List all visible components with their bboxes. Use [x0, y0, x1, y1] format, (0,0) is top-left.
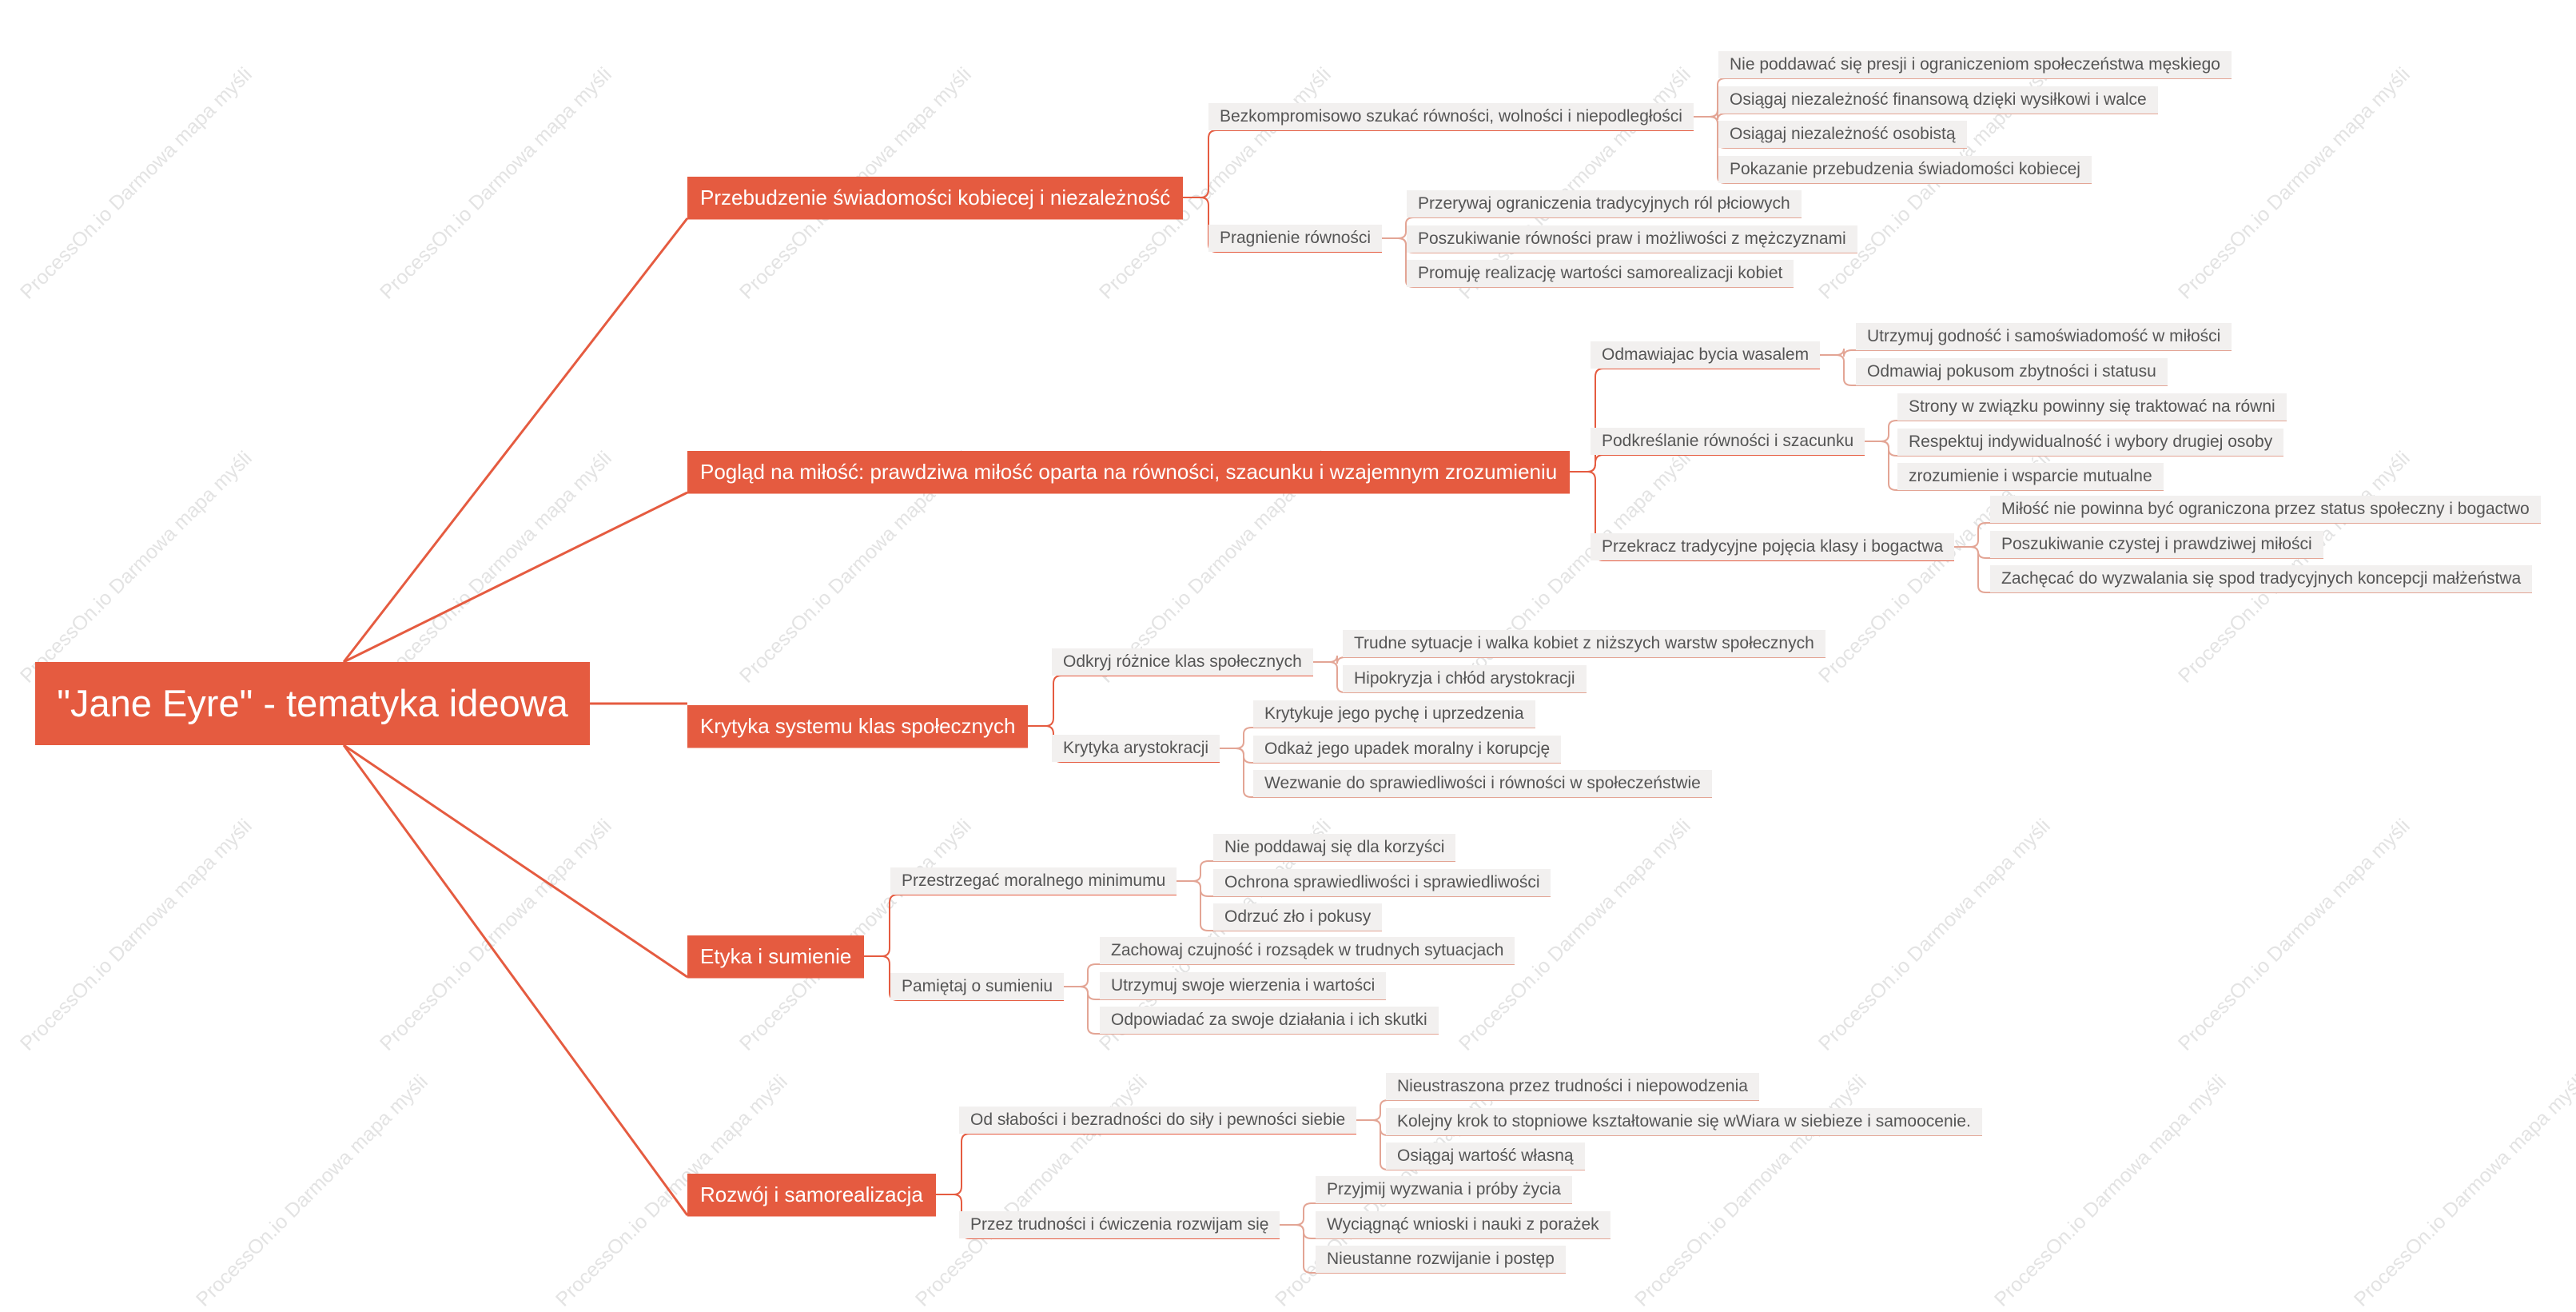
leaf-node[interactable]: Odkaż jego upadek moralny i korupcję — [1253, 736, 1562, 763]
root-connector — [342, 217, 689, 663]
subtopic-node[interactable]: Krytyka arystokracji — [1052, 735, 1220, 762]
leaf-connector — [1328, 661, 1587, 693]
leaf-node[interactable]: Miłość nie powinna być ograniczona przez… — [1990, 496, 2541, 523]
leaf-node[interactable]: zrozumienie i wsparcie mutualne — [1897, 463, 2164, 490]
subtopic-node[interactable]: Pamiętaj o sumieniu — [890, 973, 1065, 1000]
leaf-node[interactable]: Strony w związku powinny się traktować n… — [1897, 393, 2287, 421]
leaf-node[interactable]: Osiągaj wartość własną — [1386, 1143, 1585, 1170]
root-connector — [342, 744, 689, 1216]
leaf-node[interactable]: Trudne sytuacje i walka kobiet z niższyc… — [1343, 630, 1825, 657]
subtopic-node[interactable]: Pragnienie równości — [1208, 225, 1383, 252]
leaf-node[interactable]: Hipokryzja i chłód arystokracji — [1343, 665, 1587, 692]
leaf-connector — [1969, 522, 2541, 548]
leaf-node[interactable]: Przyjmij wyzwania i próby życia — [1316, 1176, 1572, 1203]
leaf-connector — [1235, 748, 1712, 798]
leaf-connector — [1295, 1202, 1572, 1226]
subtopic-connector — [1045, 675, 1313, 727]
branch-node[interactable]: Rozwój i samorealizacja — [687, 1174, 936, 1215]
subtopic-connector — [953, 1133, 1356, 1195]
leaf-connector — [1192, 880, 1382, 931]
subtopic-node[interactable]: Od słabości i bezradności do siły i pewn… — [959, 1107, 1357, 1134]
leaf-connector — [1372, 1099, 1759, 1121]
leaf-connector — [1397, 217, 1802, 239]
leaf-connector — [1079, 963, 1515, 987]
subtopic-node[interactable]: Przekracz tradycyjne pojęcia klasy i bog… — [1591, 533, 1955, 560]
subtopic-connector — [881, 894, 1177, 957]
leaf-node[interactable]: Nieustanne rozwijanie i postęp — [1316, 1246, 1566, 1273]
leaf-node[interactable]: Utrzymuj godność i samoświadomość w miło… — [1856, 323, 2232, 350]
leaf-node[interactable]: Osiągaj niezależność finansową dzięki wy… — [1718, 86, 2158, 114]
leaf-node[interactable]: Zachowaj czujność i rozsądek w trudnych … — [1100, 937, 1515, 964]
leaf-connector — [1192, 860, 1455, 882]
leaf-node[interactable]: Respektuj indywidualność i wybory drugie… — [1897, 429, 2284, 456]
leaf-connector — [1880, 420, 2287, 442]
subtopic-connector — [1200, 130, 1694, 198]
leaf-connector — [1835, 354, 2168, 386]
leaf-node[interactable]: Pokazanie przebudzenia świadomości kobie… — [1718, 156, 2092, 183]
branch-node[interactable]: Etyka i sumienie — [687, 935, 865, 977]
leaf-node[interactable]: Odmawiaj pokusom zbytności i statusu — [1856, 358, 2168, 385]
leaf-node[interactable]: Przerywaj ograniczenia tradycyjnych ról … — [1407, 190, 1802, 217]
root-connector — [343, 744, 688, 979]
leaf-connector — [1295, 1224, 1566, 1274]
leaf-connector — [1328, 655, 1825, 664]
subtopic-node[interactable]: Bezkompromisowo szukać równości, wolnośc… — [1208, 103, 1694, 130]
leaf-node[interactable]: Wezwanie do sprawiedliwości i równości w… — [1253, 770, 1712, 797]
leaf-node[interactable]: Kolejny krok to stopniowe kształtowanie … — [1386, 1108, 1982, 1135]
leaf-node[interactable]: Nieustraszona przez trudności i niepowod… — [1386, 1073, 1759, 1100]
root-node[interactable]: "Jane Eyre" - tematyka ideowa — [35, 662, 590, 745]
subtopic-node[interactable]: Przestrzegać moralnego minimumu — [890, 867, 1177, 895]
subtopic-node[interactable]: Podkreślanie równości i szacunku — [1591, 428, 1865, 455]
leaf-node[interactable]: Utrzymuj swoje wierzenia i wartości — [1100, 972, 1387, 999]
leaf-node[interactable]: Osiągaj niezależność osobistą — [1718, 121, 1967, 148]
leaf-node[interactable]: Odrzuć zło i pokusy — [1213, 903, 1383, 931]
leaf-connector — [1835, 348, 2232, 357]
leaf-connector — [1880, 441, 2164, 491]
subtopic-node[interactable]: Przez trudności i ćwiczenia rozwijam się — [959, 1211, 1280, 1238]
leaf-node[interactable]: Nie poddawaj się dla korzyści — [1213, 834, 1456, 861]
leaf-node[interactable]: Wyciągnąć wnioski i nauki z porażek — [1316, 1211, 1610, 1238]
leaf-node[interactable]: Ochrona sprawiedliwości i sprawiedliwośc… — [1213, 869, 1551, 896]
branch-node[interactable]: Krytyka systemu klas społecznych — [687, 705, 1029, 747]
root-connector — [343, 491, 688, 664]
branch-node[interactable]: Pogląd na miłość: prawdziwa miłość opart… — [687, 451, 1571, 492]
leaf-connector — [1079, 986, 1439, 1035]
subtopic-node[interactable]: Odmawiajac bycia wasalem — [1591, 341, 1821, 369]
leaf-node[interactable]: Promuję realizację wartości samorealizac… — [1407, 260, 1794, 287]
leaf-node[interactable]: Poszukiwanie równości praw i możliwości … — [1407, 225, 1857, 253]
leaf-node[interactable]: Poszukiwanie czystej i prawdziwej miłośc… — [1990, 531, 2323, 558]
branch-node[interactable]: Przebudzenie świadomości kobiecej i niez… — [687, 177, 1184, 218]
subtopic-connector — [1587, 454, 1865, 473]
leaf-node[interactable]: Odpowiadać za swoje działania i ich skut… — [1100, 1007, 1439, 1034]
leaf-connector — [1372, 1119, 1585, 1170]
leaf-node[interactable]: Krytykuje jego pychę i uprzedzenia — [1253, 700, 1535, 728]
leaf-connector — [1235, 727, 1535, 749]
subtopic-node[interactable]: Odkryj różnice klas społecznych — [1052, 648, 1313, 676]
leaf-node[interactable]: Nie poddawać się presji i ograniczeniom … — [1718, 51, 2232, 78]
leaf-node[interactable]: Zachęcać do wyzwalania się spod tradycyj… — [1990, 565, 2533, 592]
leaf-connector — [1969, 546, 2532, 593]
